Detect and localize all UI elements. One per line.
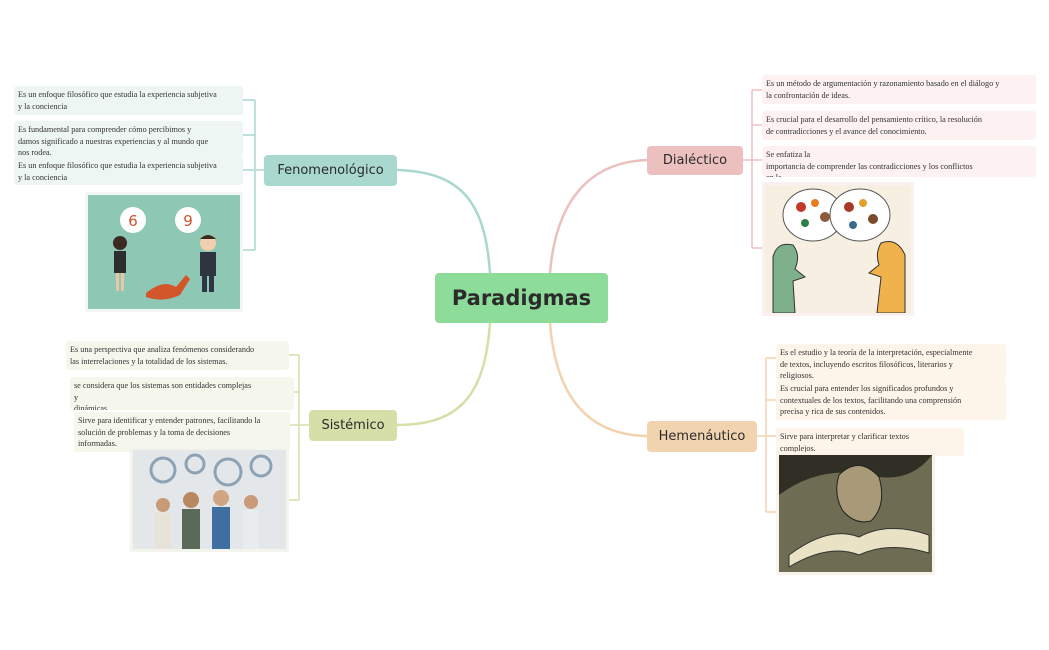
floor-number-shape [146, 275, 190, 300]
woman-figure-icon [113, 236, 127, 291]
hermeneutico-image[interactable] [776, 452, 935, 575]
sistemico-leaf-2[interactable]: se considera que los sistemas son entida… [70, 377, 294, 410]
hermeneutico-leaf-3[interactable]: Sirve para interpretar y clarificar text… [776, 428, 964, 456]
branch-fenomenologico[interactable]: Fenomenológico [264, 155, 397, 186]
right-face-icon [867, 241, 906, 313]
thought-objects-icon [796, 199, 878, 229]
branch-sistemico[interactable]: Sistémico [309, 410, 397, 441]
sistemico-leaf-1[interactable]: Es una perspectiva que analiza fenómenos… [66, 341, 289, 370]
dialectico-image[interactable] [762, 182, 914, 316]
hermeneutico-leaf-2[interactable]: Es crucial para entender los significado… [776, 380, 1006, 420]
hermeneutico-leaf-1[interactable]: Es el estudio y la teoría de la interpre… [776, 344, 1006, 380]
fenomenologico-image[interactable]: 6 9 [85, 192, 243, 312]
open-book-icon [788, 527, 930, 568]
branch-hermeneutico[interactable]: Hemenáutico [647, 421, 757, 452]
man-figure-icon [200, 235, 216, 292]
sistemico-image[interactable] [130, 447, 289, 552]
number-six: 6 [128, 212, 138, 230]
fenomenologico-leaf-3[interactable]: Es un enfoque filosófico que estudia la … [14, 157, 243, 185]
dialectico-leaf-1[interactable]: Es un método de argumentación y razonami… [762, 75, 1036, 104]
number-nine: 9 [183, 212, 193, 230]
left-face-icon [772, 243, 807, 313]
fenomenologico-leaf-1[interactable]: Es un enfoque filosófico que estudia la … [14, 86, 243, 115]
gears-icon [149, 453, 273, 487]
dialectico-leaf-3[interactable]: Se enfatiza la importancia de comprender… [762, 146, 1036, 177]
people-group-icon [155, 490, 259, 549]
reader-figure-icon [836, 465, 883, 523]
sistemico-leaf-3[interactable]: Sirve para identificar y entender patron… [74, 412, 290, 452]
dialectico-leaf-2[interactable]: Es crucial para el desarrollo del pensam… [762, 111, 1036, 140]
fenomenologico-leaf-2[interactable]: Es fundamental para comprender cómo perc… [14, 121, 243, 157]
branch-dialectico[interactable]: Dialéctico [647, 146, 743, 175]
central-topic[interactable]: Paradigmas [435, 273, 608, 323]
